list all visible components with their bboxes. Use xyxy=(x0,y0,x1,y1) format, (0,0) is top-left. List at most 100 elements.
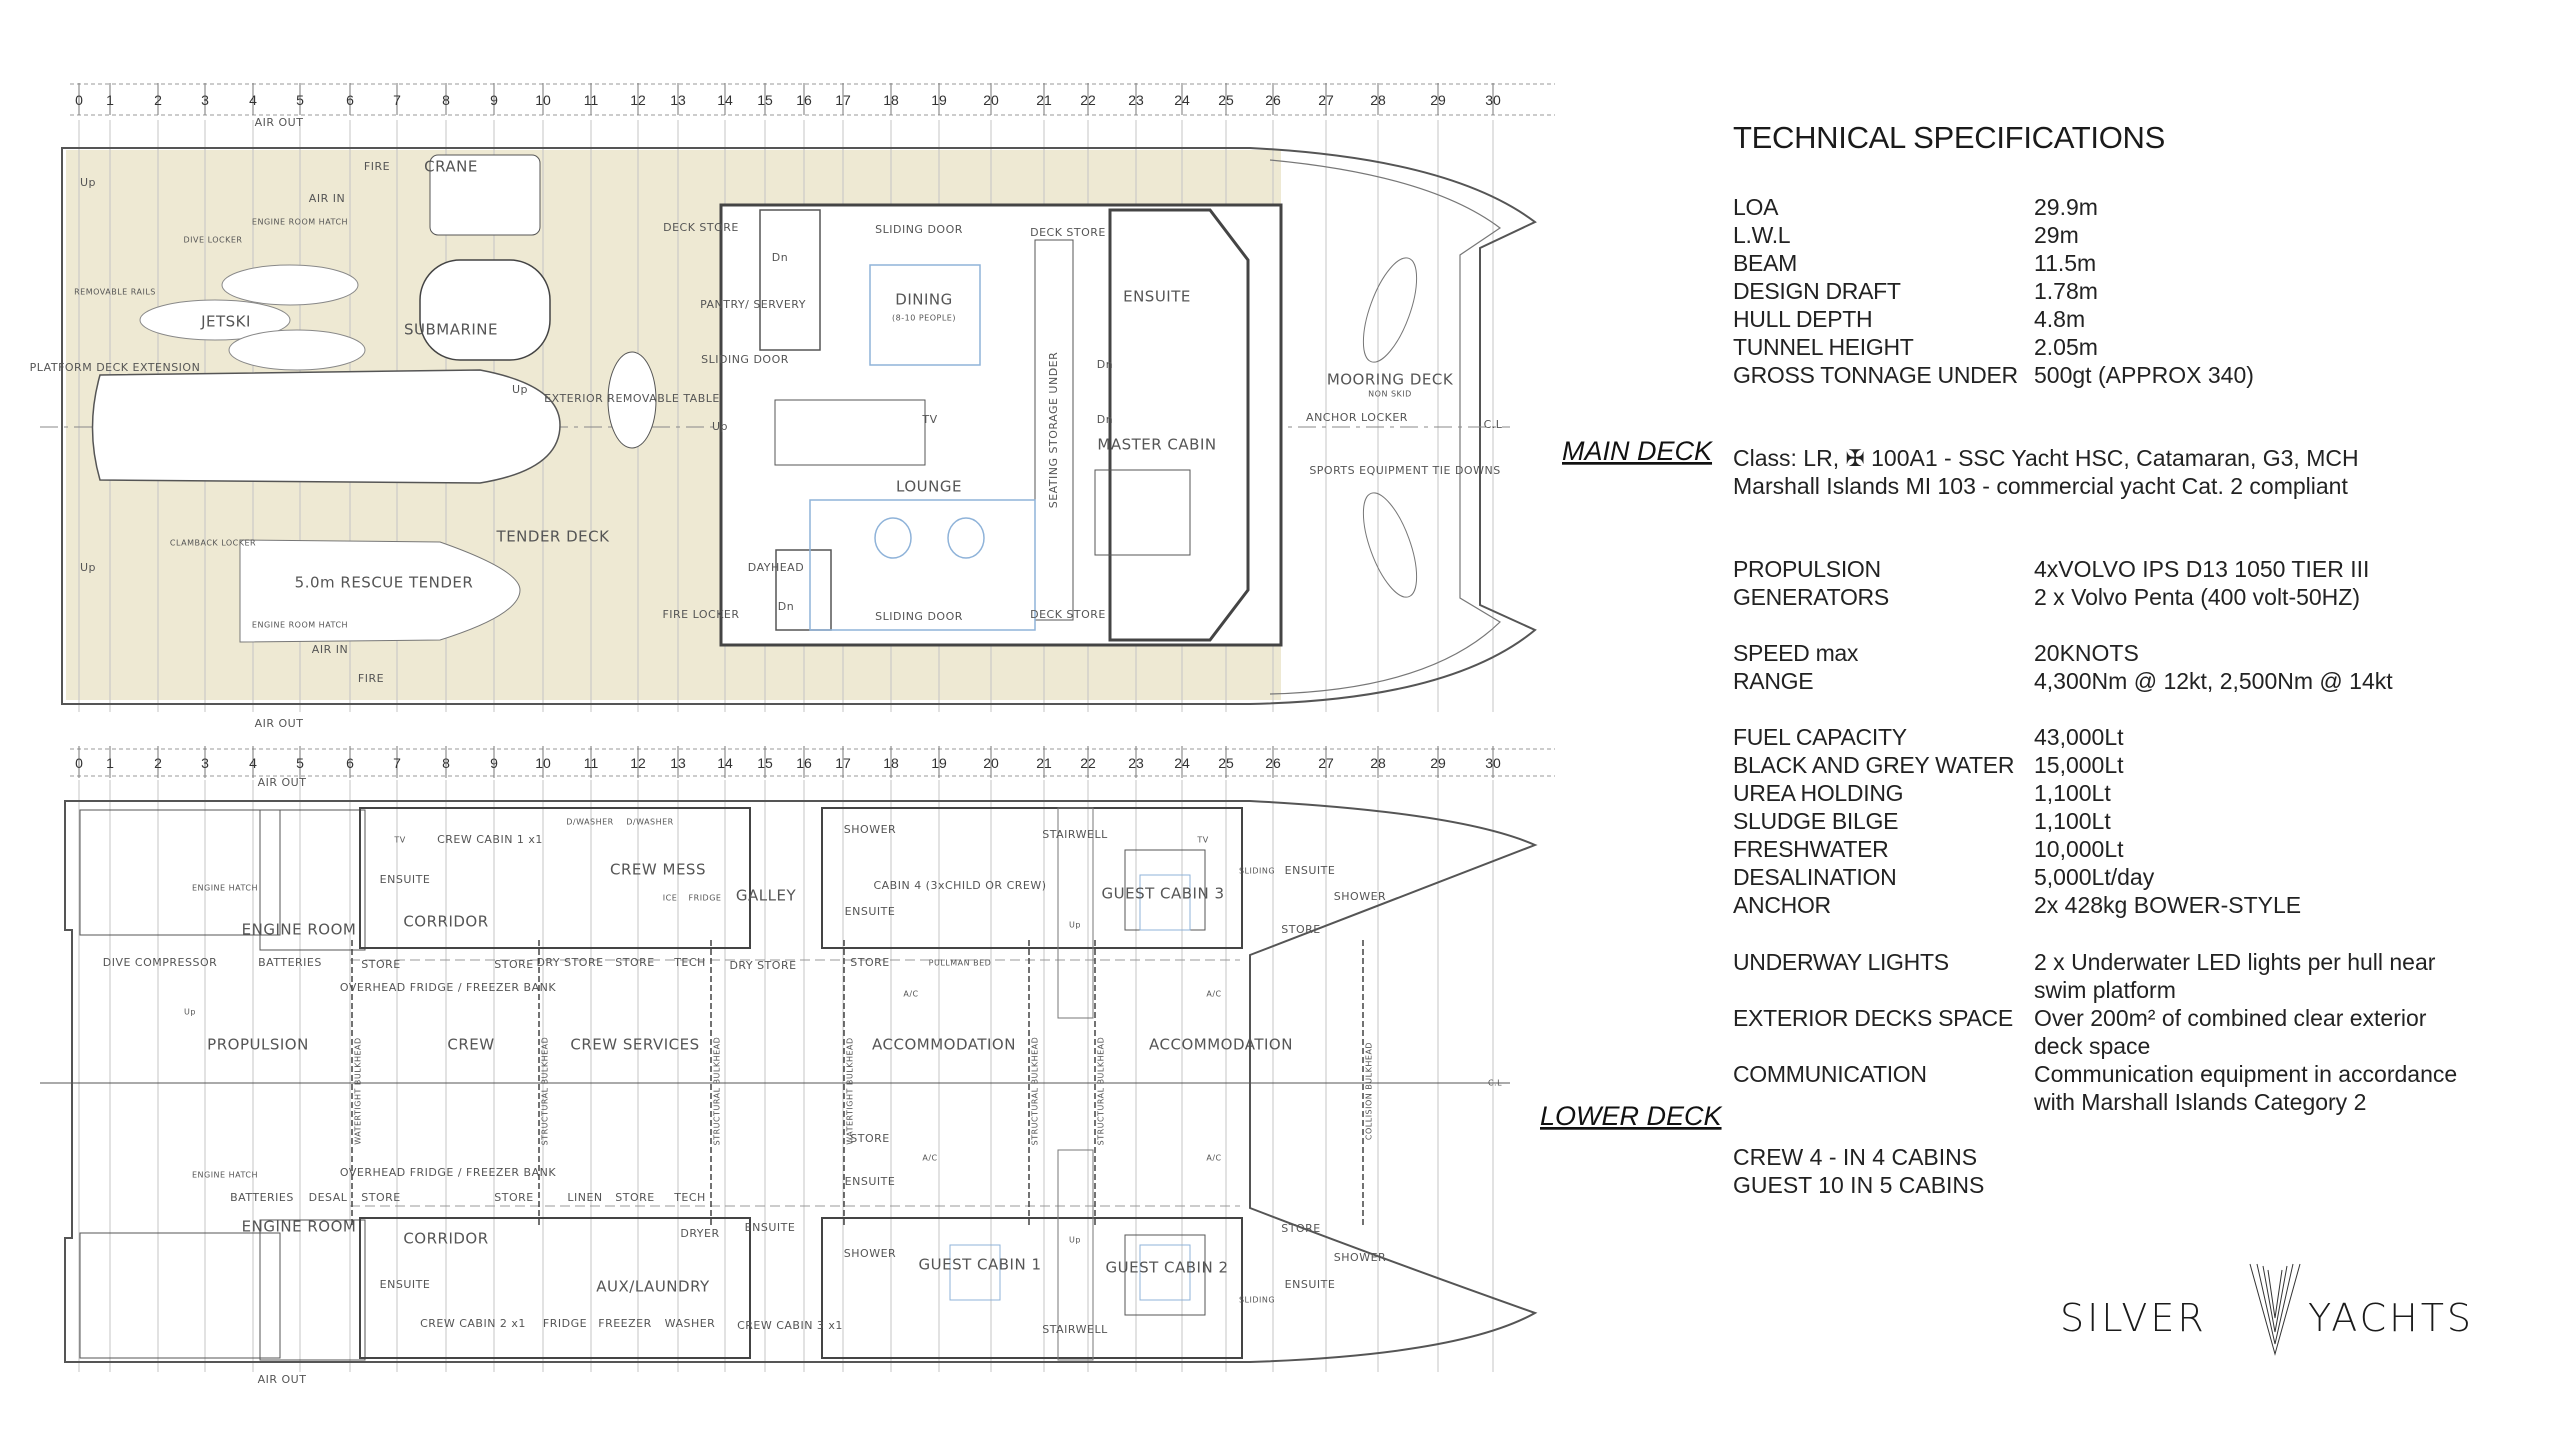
lower-deck-room-label: STORE xyxy=(361,958,400,971)
spec-value: 5,000Lt/day xyxy=(2034,864,2155,890)
frame-number: 17 xyxy=(835,92,851,108)
main-deck-room-label: CRANE xyxy=(424,158,478,176)
lower-deck-room-label: FRIDGE xyxy=(689,894,722,903)
lower-deck-room-label: CORRIDOR xyxy=(403,913,488,931)
lower-deck-room-label: FRIDGE xyxy=(543,1317,587,1330)
lower-deck-room-label: STORE xyxy=(615,1191,654,1204)
bulkhead-label: STRUCTURAL BULKHEAD xyxy=(713,1037,722,1146)
lower-deck-room-label: STORE xyxy=(361,1191,400,1204)
master-bed xyxy=(1094,469,1191,556)
lower-deck-room-label: ACCOMMODATION xyxy=(872,1036,1016,1054)
main-deck-room-label: SLIDING DOOR xyxy=(875,223,963,236)
frame-number: 19 xyxy=(931,92,947,108)
lower-deck-room-label: GUEST CABIN 2 xyxy=(1105,1259,1228,1277)
spec-label: DESALINATION xyxy=(1733,864,1897,890)
lower-deck-room-label: GUEST CABIN 3 xyxy=(1101,885,1224,903)
spec-label: SPEED max xyxy=(1733,640,1859,666)
frame-number: 2 xyxy=(154,755,162,771)
spec-label: UREA HOLDING xyxy=(1733,780,1904,806)
spec-label: RANGE xyxy=(1733,668,1814,694)
stairwell-stairs xyxy=(1057,807,1094,1019)
spec-value: 15,000Lt xyxy=(2034,752,2124,778)
main-deck-room-label: DECK STORE xyxy=(1030,226,1106,239)
spec-value: 2.05m xyxy=(2034,334,2098,360)
main-deck-room-label: SLIDING DOOR xyxy=(875,610,963,623)
lower-deck-room-label: SLIDING xyxy=(1239,867,1275,876)
lower-deck-room-label: STORE xyxy=(1281,1222,1320,1235)
spec-label: L.W.L xyxy=(1733,222,1791,248)
lower-deck-room-label: STORE xyxy=(615,956,654,969)
main-deck-room-label: DAYHEAD xyxy=(748,561,804,574)
lower-deck-room-label: FREEZER xyxy=(598,1317,652,1330)
lower-deck-room-label: ICE xyxy=(663,894,678,903)
lower-deck-room-label: GALLEY xyxy=(736,887,797,905)
main-deck-room-label: SPORTS EQUIPMENT TIE DOWNS xyxy=(1309,464,1500,477)
frame-number: 19 xyxy=(931,755,947,771)
lower-deck-room-label: A/C xyxy=(903,990,918,999)
rescue-tender xyxy=(239,539,521,643)
main-deck-room-label: LOUNGE xyxy=(896,478,962,496)
lower-deck-room-label: AUX/LAUNDRY xyxy=(596,1278,710,1296)
lower-deck-room-label: ENSUITE xyxy=(845,905,896,918)
lower-deck-room-label: SHOWER xyxy=(1334,890,1386,903)
main-deck-room-label: SEATING STORAGE UNDER xyxy=(1047,352,1060,509)
spec-value: 29.9m xyxy=(2034,194,2098,220)
spec-value: deck space xyxy=(2034,1033,2151,1059)
main-deck-room-label: TENDER DECK xyxy=(496,528,611,546)
frame-number: 15 xyxy=(757,755,773,771)
lower-deck-room-label: CREW CABIN 1 x1 xyxy=(437,833,543,846)
lower-deck-room-label: DRY STORE xyxy=(729,959,796,972)
main-deck-room-label: ENGINE ROOM HATCH xyxy=(252,218,348,227)
class-notation-line: Class: LR, ✠ 100A1 - SSC Yacht HSC, Cata… xyxy=(1733,445,2359,471)
frame-number: 26 xyxy=(1265,92,1281,108)
spec-label: UNDERWAY LIGHTS xyxy=(1733,949,1949,975)
spec-value: 4.8m xyxy=(2034,306,2086,332)
main-deck-room-label: ANCHOR LOCKER xyxy=(1306,411,1408,424)
jetski-2 xyxy=(221,264,359,306)
main-deck-room-label: REMOVABLE RAILS xyxy=(74,288,156,297)
frame-number: 13 xyxy=(670,755,686,771)
bulkhead-label: WATERTIGHT BULKHEAD xyxy=(846,1037,855,1144)
frame-number: 11 xyxy=(584,755,599,771)
lounge-sofa xyxy=(809,499,1036,631)
jetski-3 xyxy=(228,329,366,371)
side-deck-port xyxy=(721,150,1281,205)
lower-deck-room-label: STORE xyxy=(494,958,533,971)
frame-number: 4 xyxy=(249,92,257,108)
main-deck-room-label: Up xyxy=(80,176,96,189)
specs-title: TECHNICAL SPECIFICATIONS xyxy=(1733,120,2166,155)
lower-deck-room-label: STAIRWELL xyxy=(1042,1323,1108,1336)
frame-number: 6 xyxy=(346,92,354,108)
spec-label: EXTERIOR DECKS SPACE xyxy=(1733,1005,2013,1031)
main-deck-room-label: AIR OUT xyxy=(255,717,304,730)
spec-value: 4xVOLVO IPS D13 1050 TIER III xyxy=(2034,556,2370,582)
frame-number: 8 xyxy=(442,92,450,108)
frame-number: 30 xyxy=(1485,92,1501,108)
lower-deck-room-label: STORE xyxy=(1281,923,1320,936)
frame-number: 28 xyxy=(1370,755,1386,771)
lower-deck-room-label: Up xyxy=(1069,1236,1081,1245)
lower-deck-room-label: A/C xyxy=(1206,990,1221,999)
lower-deck-room-label: SHOWER xyxy=(844,1247,896,1260)
main-deck-room-label: SLIDING DOOR xyxy=(701,353,789,366)
lower-deck-room-label: A/C xyxy=(1206,1154,1221,1163)
main-deck-room-label: Dn xyxy=(1097,413,1113,426)
frame-number: 28 xyxy=(1370,92,1386,108)
main-deck-room-label: DIVE LOCKER xyxy=(183,236,242,245)
main-deck-room-label: Up xyxy=(512,383,528,396)
main-deck-room-label: C.L xyxy=(1484,418,1503,431)
lower-deck-room-label: STAIRWELL xyxy=(1042,828,1108,841)
spec-value: Over 200m² of combined clear exterior xyxy=(2034,1005,2427,1031)
spec-label: ANCHOR xyxy=(1733,892,1831,918)
lower-deck-room-label: ENSUITE xyxy=(1285,1278,1336,1291)
lower-deck-room-label: WASHER xyxy=(665,1317,716,1330)
spec-label: GROSS TONNAGE UNDER xyxy=(1733,362,2018,388)
main-deck-hull-outline xyxy=(61,147,1537,705)
lower-deck-room-label: CREW SERVICES xyxy=(570,1036,699,1054)
spec-value: 43,000Lt xyxy=(2034,724,2124,750)
frame-number: 20 xyxy=(983,92,999,108)
submarine xyxy=(419,259,551,361)
frame-number: 10 xyxy=(535,92,551,108)
main-deck-title: MAIN DECK xyxy=(1562,436,1713,466)
